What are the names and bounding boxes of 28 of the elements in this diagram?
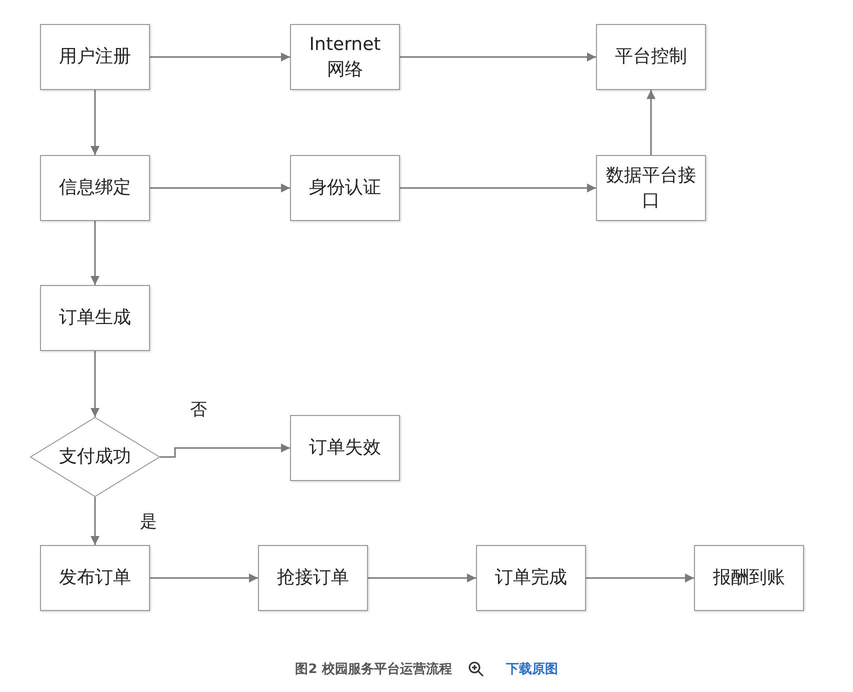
arrow [90, 90, 100, 155]
process-box: 用户注册 [40, 24, 150, 90]
process-box: 平台控制 [596, 24, 706, 90]
process-box: Internet 网络 [290, 24, 400, 90]
process-box: 抢接订单 [258, 545, 368, 611]
arrow [150, 184, 290, 192]
process-box: 订单完成 [476, 545, 586, 611]
arrow [400, 184, 596, 192]
process-box: 订单失效 [290, 415, 400, 481]
figure-caption: 图2 校园服务平台运营流程 [295, 662, 452, 677]
arrow [90, 497, 100, 545]
download-link: 下载原图 [506, 662, 558, 677]
arrow [646, 90, 656, 155]
arrow [90, 221, 100, 285]
process-box: 信息绑定 [40, 155, 150, 221]
process-box: 报酬到账 [694, 545, 804, 611]
arrow [368, 574, 476, 582]
arrow [150, 574, 258, 582]
arrow [90, 351, 100, 417]
process-box: 发布订单 [40, 545, 150, 611]
arrow [586, 574, 694, 582]
decision-diamond: 支付成功 [30, 417, 160, 497]
arrow [400, 52, 596, 62]
process-box: 数据平台接口 [596, 155, 706, 221]
arrow [150, 52, 290, 62]
process-box: 订单生成 [40, 285, 150, 351]
process-box: 身份认证 [290, 155, 400, 221]
arrow [160, 444, 290, 458]
